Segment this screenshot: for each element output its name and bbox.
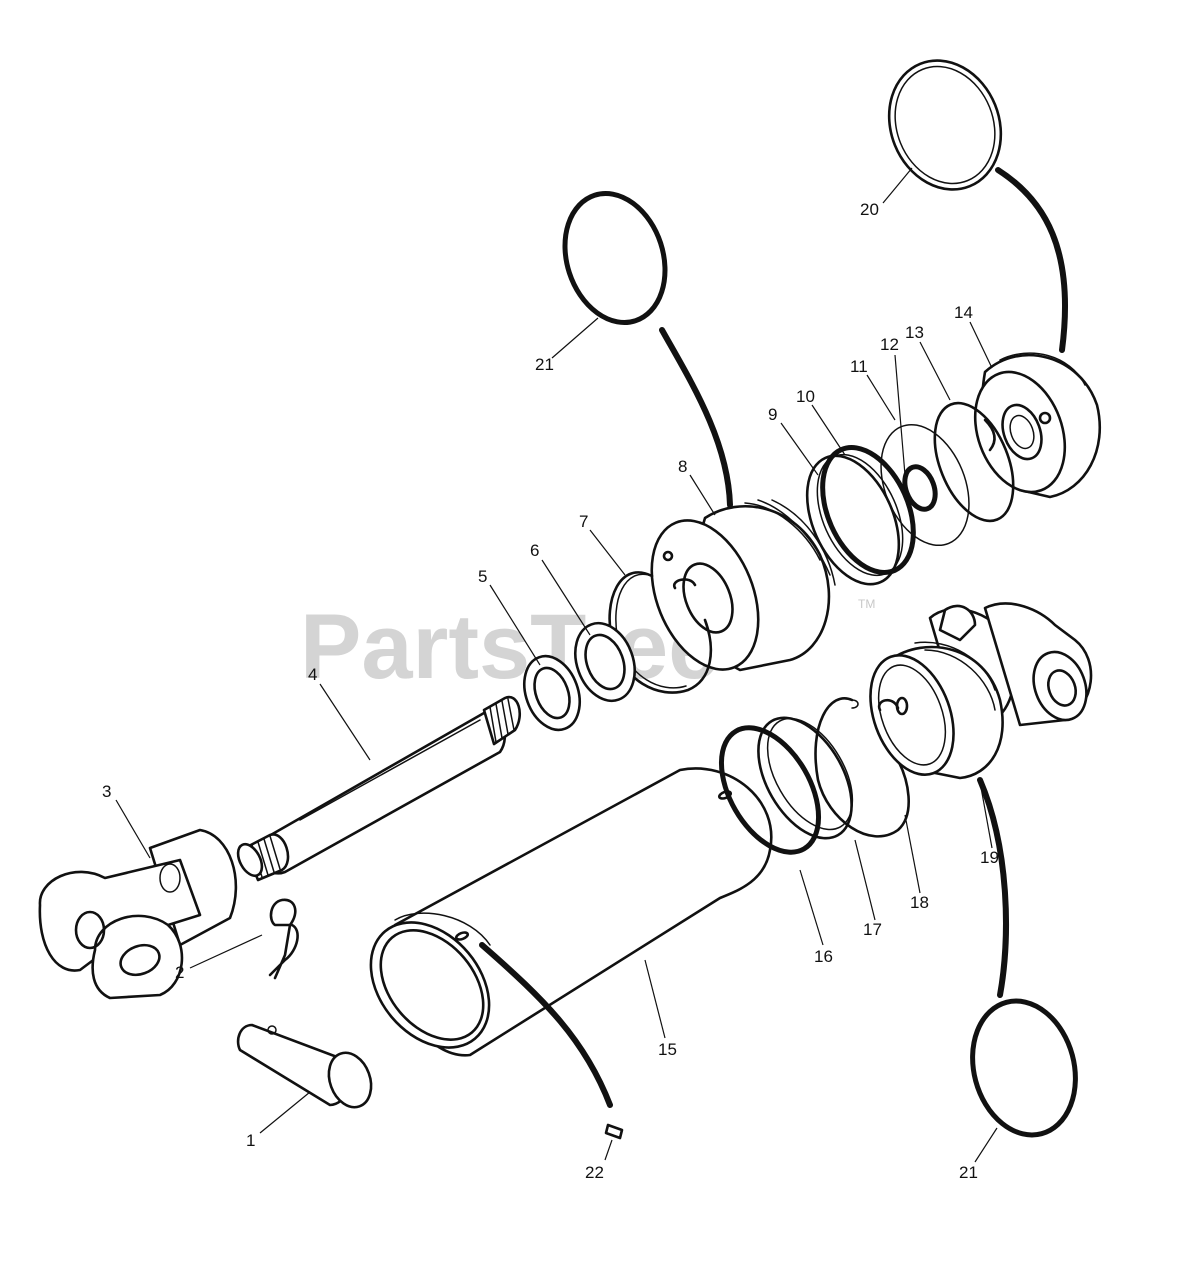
callout-1[interactable]: 1 xyxy=(246,1131,255,1150)
part-21-o-ring-upper[interactable] xyxy=(549,180,733,508)
callout-6[interactable]: 6 xyxy=(530,541,539,560)
part-11-thin-ring[interactable] xyxy=(864,412,985,559)
callout-7[interactable]: 7 xyxy=(579,512,588,531)
callout-8[interactable]: 8 xyxy=(678,457,687,476)
callout-18[interactable]: 18 xyxy=(910,893,929,912)
part-1-clevis-pin[interactable] xyxy=(236,1023,378,1113)
leader-lines xyxy=(115,167,998,1163)
callout-15[interactable]: 15 xyxy=(658,1040,677,1059)
callout-10[interactable]: 10 xyxy=(796,387,815,406)
part-17-backup-ring[interactable] xyxy=(739,702,871,854)
callout-4[interactable]: 4 xyxy=(308,665,317,684)
part-15-cylinder-tube[interactable] xyxy=(347,767,773,1108)
part-12-small-o-ring[interactable] xyxy=(899,463,940,514)
watermark-tm: TM xyxy=(858,597,875,611)
callout-11[interactable]: 11 xyxy=(850,357,868,376)
callout-19[interactable]: 19 xyxy=(980,848,999,867)
part-8-piston[interactable] xyxy=(631,499,836,685)
part-16-o-ring[interactable] xyxy=(701,711,838,869)
part-9-wear-ring[interactable] xyxy=(789,441,920,598)
callout-5[interactable]: 5 xyxy=(478,567,487,586)
part-21-o-ring-lower[interactable] xyxy=(958,777,1090,1147)
part-18-snap-ring[interactable] xyxy=(814,697,910,838)
part-20-seal-ring[interactable] xyxy=(870,44,1068,353)
callout-9[interactable]: 9 xyxy=(768,405,777,424)
callout-12[interactable]: 12 xyxy=(880,335,899,354)
part-4-piston-rod[interactable] xyxy=(233,695,521,882)
watermark-text: PartsTree xyxy=(300,596,719,698)
callout-17[interactable]: 17 xyxy=(863,920,882,939)
callout-13[interactable]: 13 xyxy=(905,323,924,342)
callout-2[interactable]: 2 xyxy=(175,963,184,982)
part-19-cylinder-head[interactable] xyxy=(855,602,1095,786)
callout-21-upper[interactable]: 21 xyxy=(535,355,554,374)
callout-22[interactable]: 22 xyxy=(585,1163,604,1182)
part-13-ring[interactable] xyxy=(919,392,1028,532)
callout-3[interactable]: 3 xyxy=(102,782,111,801)
callout-16[interactable]: 16 xyxy=(814,947,833,966)
part-14-end-cap[interactable] xyxy=(959,352,1102,505)
part-22-roll-pin[interactable] xyxy=(604,1123,624,1140)
part-2-hairpin-clip[interactable] xyxy=(268,898,299,980)
part-3-clevis[interactable] xyxy=(38,828,238,1000)
callout-14[interactable]: 14 xyxy=(954,303,973,322)
part-5-wiper-seal[interactable] xyxy=(515,648,590,737)
callout-20[interactable]: 20 xyxy=(860,200,879,219)
callout-21-lower[interactable]: 21 xyxy=(959,1163,978,1182)
part-6-seal[interactable] xyxy=(565,615,645,709)
callout-labels: 1 2 3 4 5 6 7 8 9 10 11 12 13 14 15 16 1… xyxy=(102,200,999,1182)
